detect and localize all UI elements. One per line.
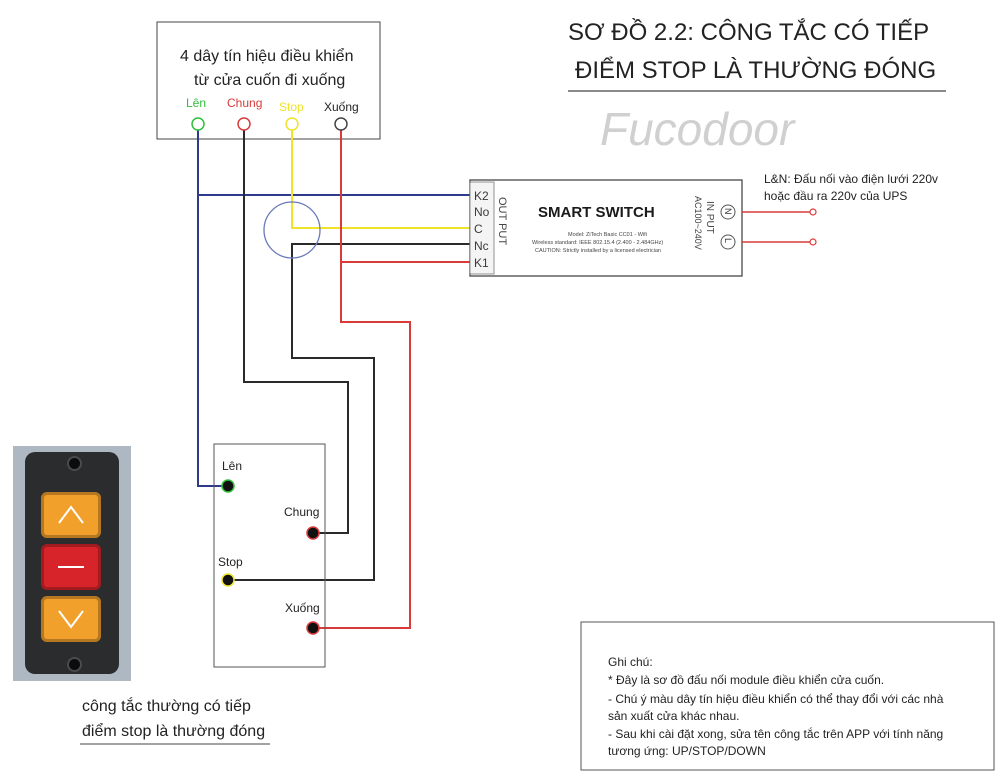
stop-dash-icon [58, 566, 84, 568]
module-terminal-l [720, 234, 736, 250]
module-terminal-n [720, 204, 736, 220]
notes-line-5: tương ứng: UP/STOP/DOWN [608, 744, 766, 758]
up-button [41, 492, 101, 538]
signal-terminal-down-label: Xuống [324, 100, 359, 114]
signal-terminal-stop-label: Stop [279, 100, 304, 114]
stop-button [41, 544, 101, 590]
switch-terminal-stop [221, 573, 235, 587]
module-name: SMART SWITCH [538, 204, 655, 221]
signal-terminal-common [237, 117, 251, 131]
module-input-label: IN PUT [704, 201, 715, 234]
wire-common [243, 126, 349, 534]
chevron-up-icon [58, 505, 84, 524]
switch-box [213, 443, 326, 668]
keypad-caption-line-2: điểm stop là thường đóng [82, 722, 265, 740]
signal-terminal-up [191, 117, 205, 131]
module-voltage: AC100~240V [693, 196, 703, 250]
switch-terminal-up [221, 479, 235, 493]
module-terminal-c: C [474, 222, 483, 236]
module-terminal-n-label: N [723, 208, 733, 215]
switch-terminal-down-label: Xuống [285, 601, 320, 615]
module-terminal-nc: Nc [474, 239, 489, 253]
module-terminal-no: No [474, 205, 490, 219]
module-output-block [469, 181, 495, 275]
module-terminal-l-label: L [723, 238, 733, 243]
signal-box-line-1: 4 dây tín hiệu điều khiển [180, 47, 353, 65]
module-terminal-k2: K2 [474, 189, 489, 203]
notes-line-2: - Chú ý màu dây tín hiệu điều khiển có t… [608, 692, 944, 706]
keypad-body [25, 452, 119, 674]
switch-terminal-up-label: Lên [222, 459, 242, 473]
keypad-photo [13, 446, 131, 681]
signal-terminal-stop [285, 117, 299, 131]
signal-terminal-up-label: Lên [186, 96, 206, 110]
module-terminal-k1: K1 [474, 256, 489, 270]
down-button [41, 596, 101, 642]
keypad-caption-line-1: công tắc thường có tiếp [82, 696, 251, 715]
module-model: Model: ZiTech Basic CC01 - Wifi [568, 232, 647, 238]
wire-stop [291, 126, 470, 229]
wire-up-to-switch [197, 195, 228, 487]
power-note-line-1: L&N: Đấu nối vào điện lưới 220v [764, 172, 938, 186]
wire-common-to-module [228, 243, 470, 581]
wire-down [314, 262, 411, 629]
switch-terminal-common [306, 526, 320, 540]
watermark: Fucodoor [600, 103, 796, 155]
power-terminal-l [809, 238, 817, 246]
notes-line-1: * Đây là sơ đồ đấu nối module điều khiển… [608, 673, 884, 687]
power-terminal-n [809, 208, 817, 216]
notes-box [580, 621, 995, 771]
notes-line-3: sản xuất cửa khác nhau. [608, 709, 739, 723]
screw-bottom-icon [67, 657, 82, 672]
chevron-down-icon [58, 610, 84, 629]
switch-terminal-common-label: Chung [284, 505, 319, 519]
power-note-line-2: hoặc đầu ra 220v của UPS [764, 189, 907, 203]
screw-top-icon [67, 456, 82, 471]
title-line-2: ĐIỂM STOP LÀ THƯỜNG ĐÓNG [575, 56, 936, 84]
notes-line-4: - Sau khi cài đặt xong, sửa tên công tắc… [608, 726, 943, 741]
signal-box-line-2: từ cửa cuốn đi xuống [194, 72, 345, 89]
module-output-label: OUT PUT [496, 197, 508, 245]
title-line-1: SƠ ĐỒ 2.2: CÔNG TẮC CÓ TIẾP [568, 18, 929, 46]
switch-terminal-stop-label: Stop [218, 555, 243, 569]
module-caution: CAUTION: Strictly installed by a license… [535, 248, 661, 254]
signal-terminal-down [334, 117, 348, 131]
crossing-highlight [263, 201, 321, 259]
signal-terminal-common-label: Chung [227, 96, 262, 110]
smart-switch-module [469, 179, 743, 277]
switch-terminal-down [306, 621, 320, 635]
wire-up [197, 126, 470, 196]
signal-box [156, 21, 381, 140]
notes-heading: Ghi chú: [608, 655, 653, 669]
module-wireless: Wireless standard: IEEE 802.15.4 (2.400 … [532, 240, 663, 246]
